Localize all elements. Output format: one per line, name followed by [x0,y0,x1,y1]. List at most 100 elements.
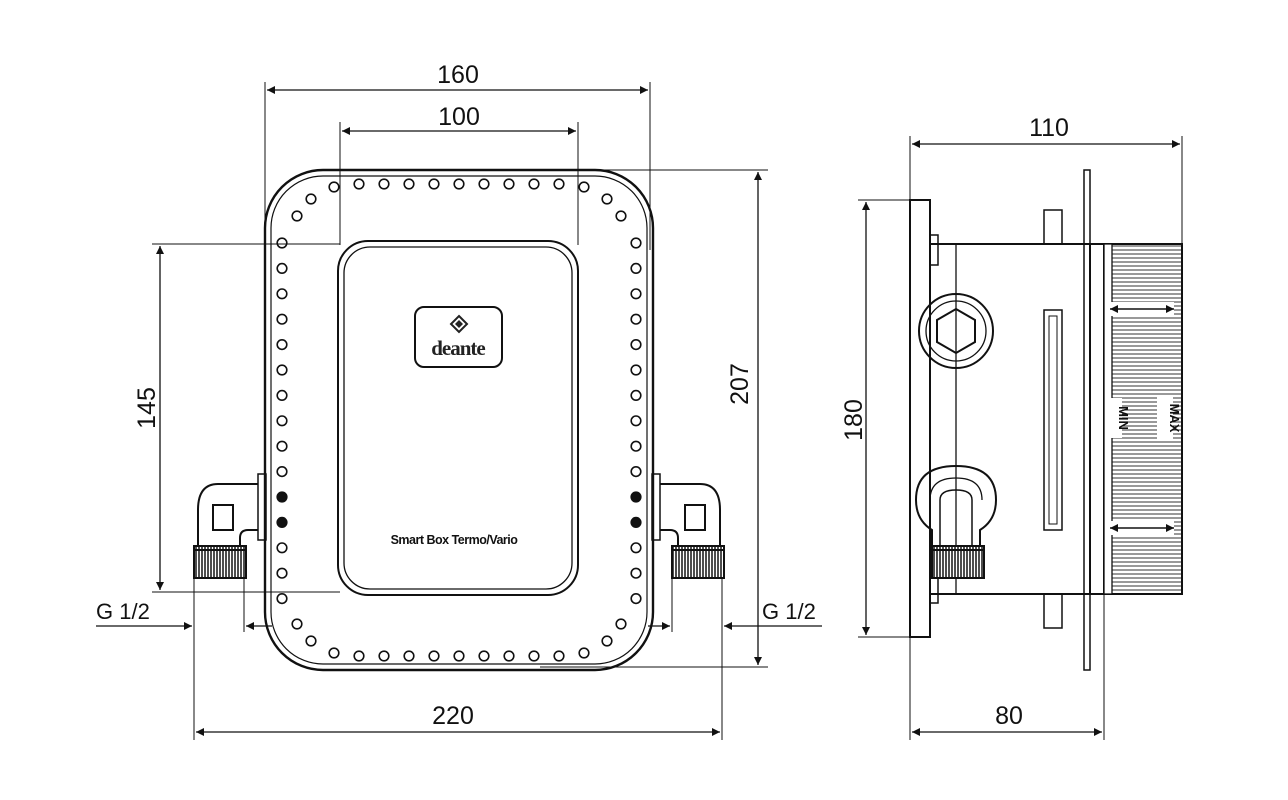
dimension-width-160: 160 [264,61,651,300]
mounting-hole-filled [630,516,642,529]
mounting-hole [276,237,288,249]
dimension-depth-110: 110 [909,114,1183,244]
dimension-depth-80: 80 [909,594,1105,740]
right-thread [671,545,725,579]
side-lower-port [914,464,998,579]
mounting-hole [276,466,288,478]
mounting-hole [328,647,340,659]
mounting-hole [630,237,642,249]
mounting-hole [428,178,440,190]
dimension-height-207: 207 [540,169,768,668]
cover-plate-inner [343,246,573,590]
svg-text:145: 145 [133,387,161,429]
mounting-hole [328,181,340,193]
mounting-hole [428,650,440,662]
mounting-hole [276,567,288,579]
front-view: deante Smart Box Termo/Vario 16 [96,61,822,740]
mounting-hole [403,650,415,662]
dimension-height-180: 180 [840,199,910,638]
mounting-hole [478,178,490,190]
mounting-hole [453,650,465,662]
min-label: MIN [1116,406,1131,430]
left-thread [193,545,247,579]
mounting-hole-filled [276,516,288,529]
mounting-hole [305,193,317,205]
mounting-hole [276,313,288,325]
mounting-hole [378,650,390,662]
side-cover-edge [1083,169,1091,671]
logo-text: deante [431,336,485,360]
mounting-hole [601,635,613,647]
left-pipe-fitting [193,473,267,579]
side-flange-plate [909,199,931,638]
cover-plate-outer [337,240,579,596]
svg-text:80: 80 [995,702,1023,730]
mounting-hole [353,178,365,190]
mounting-hole [630,567,642,579]
side-lower-thread [931,545,985,579]
mounting-hole [578,181,590,193]
mounting-hole [553,178,565,190]
mounting-hole-filled [276,491,288,503]
mounting-hole [305,635,317,647]
mounting-hole [453,178,465,190]
svg-text:207: 207 [726,363,754,405]
mounting-hole [528,178,540,190]
right-pipe-fitting [651,473,725,579]
mounting-hole [615,618,627,630]
mounting-hole [553,650,565,662]
dimension-height-145: 145 [133,243,340,593]
logo-diamond-icon [449,314,469,334]
mounting-hole [291,210,303,222]
mounting-hole [630,415,642,427]
mounting-hole [276,440,288,452]
mounting-hole [276,415,288,427]
svg-text:180: 180 [840,399,868,441]
mounting-holes [276,178,642,662]
side-upper-port [918,293,994,369]
mounting-hole [630,542,642,554]
mounting-frame-outer [263,168,655,672]
mounting-hole [630,313,642,325]
mounting-hole [276,592,288,605]
mounting-hole [478,650,490,662]
mounting-hole [403,178,415,190]
mounting-hole [276,542,288,554]
mounting-hole [276,262,288,275]
mounting-hole [291,618,303,630]
mounting-hole [503,178,515,190]
mounting-hole [378,178,390,190]
side-body [930,243,1091,595]
svg-text:160: 160 [437,61,479,89]
mounting-hole [503,650,515,662]
thread-callout-right: G 1/2 [648,578,822,632]
svg-text:220: 220 [432,702,474,730]
mounting-hole [630,592,642,605]
mounting-hole [276,339,288,351]
mounting-frame-inner [270,175,648,665]
max-label: MAX [1167,404,1182,433]
thread-label-left: G 1/2 [96,599,150,624]
mounting-hole [578,647,590,659]
mounting-hole [630,440,642,452]
mounting-hole [276,389,288,402]
mounting-hole [630,466,642,478]
mounting-hole [615,210,627,222]
thread-label-right: G 1/2 [762,599,816,624]
mounting-hole [630,288,642,300]
model-label: Smart Box Termo/Vario [391,533,519,547]
mounting-hole [630,364,642,376]
mounting-hole [630,339,642,351]
svg-text:100: 100 [438,103,480,131]
side-view: MIN MAX 110 180 80 [840,114,1183,740]
mounting-hole [276,288,288,300]
deante-logo: deante [414,306,503,368]
mounting-hole [630,262,642,275]
mounting-hole [353,650,365,662]
mounting-hole [630,389,642,402]
mounting-hole [276,364,288,376]
mounting-hole-filled [630,491,642,503]
thread-callout-left: G 1/2 [96,578,272,632]
mounting-hole [601,193,613,205]
svg-text:110: 110 [1029,114,1069,142]
